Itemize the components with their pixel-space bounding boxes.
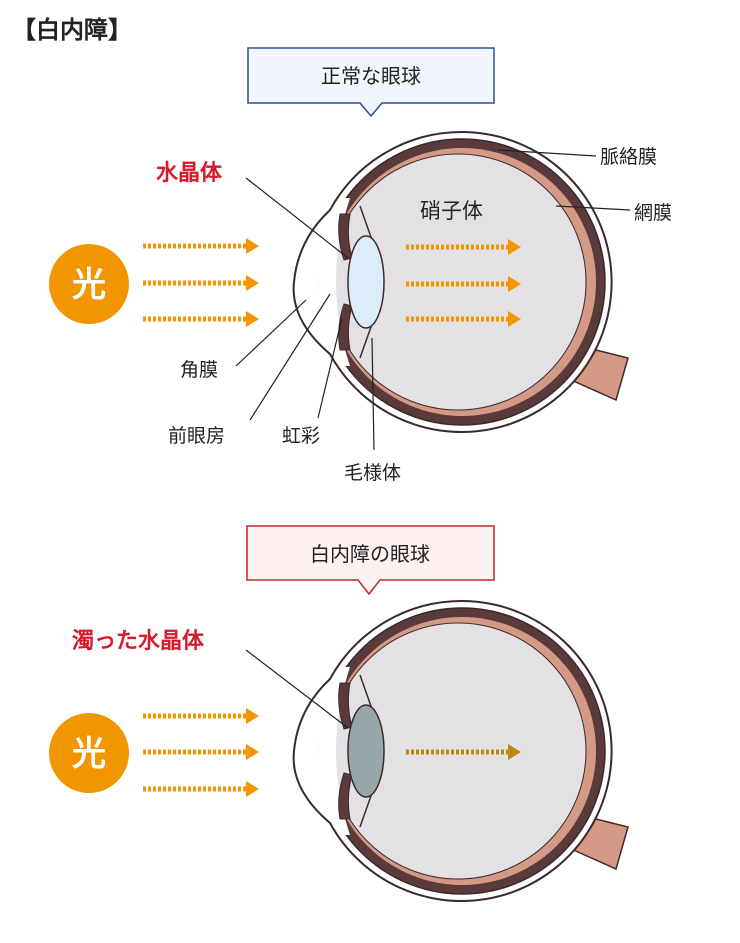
normal-title: 正常な眼球	[321, 64, 421, 88]
normal-leader-lines	[235, 149, 631, 451]
normal-eye-section: 正常な眼球 光	[49, 47, 672, 484]
label-ciliary-body: 毛様体	[344, 462, 401, 484]
normal-title-box: 正常な眼球	[247, 47, 495, 118]
cataract-title: 白内障の眼球	[310, 542, 430, 566]
cataract-leader-line	[245, 649, 349, 729]
label-cornea: 角膜	[180, 359, 218, 381]
cataract-eyeball	[292, 599, 629, 902]
page-heading: 【白内障】	[12, 16, 132, 44]
normal-incoming-arrows	[143, 238, 259, 327]
cataract-transmitted-arrow	[406, 744, 521, 760]
cataract-light-source: 光	[49, 713, 129, 793]
label-retina: 網膜	[634, 202, 672, 224]
label-choroid: 脈絡膜	[600, 146, 657, 168]
normal-light-source: 光	[49, 244, 129, 324]
normal-transmitted-arrows	[406, 239, 521, 327]
label-anterior-chamber: 前眼房	[168, 425, 225, 447]
cataract-light-label: 光	[72, 734, 106, 774]
cataract-incoming-arrows	[143, 708, 259, 797]
label-iris: 虹彩	[282, 425, 320, 447]
label-lens: 水晶体	[156, 161, 223, 186]
cataract-eye-section: 白内障の眼球 光	[49, 525, 629, 902]
cataract-title-box: 白内障の眼球	[246, 525, 495, 596]
label-vitreous: 硝子体	[420, 199, 483, 223]
label-cloudy-lens: 濁った水晶体	[72, 629, 205, 654]
normal-light-label: 光	[72, 265, 106, 305]
normal-eyeball	[292, 130, 629, 433]
